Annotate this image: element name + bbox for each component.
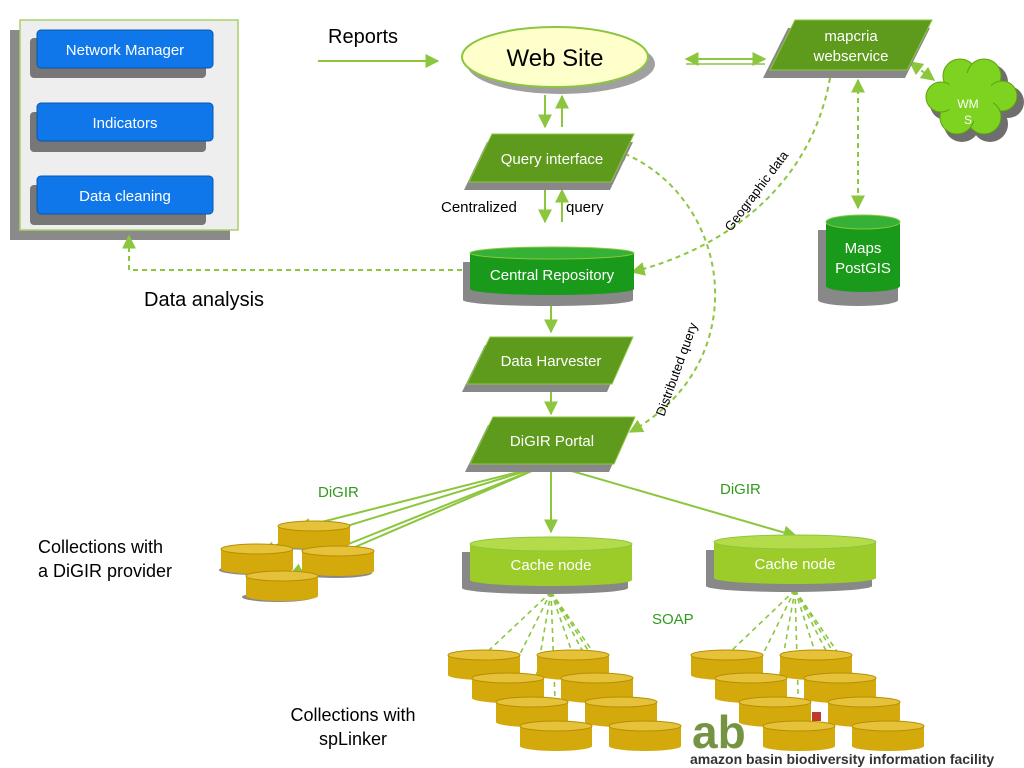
cache-node-right-label: Cache node xyxy=(755,556,836,573)
digir-right-label: DiGIR xyxy=(720,481,761,498)
data-analysis-link xyxy=(122,234,462,271)
geographic-data-curve xyxy=(630,77,831,276)
collection-cylinder xyxy=(276,520,351,550)
abbif-logo: ab amazon basin biodiversity information… xyxy=(690,706,994,767)
collections-splinker-line-1: Collections with xyxy=(290,705,415,725)
logo-text: amazon basin biodiversity information fa… xyxy=(690,751,994,767)
portal-coll-1 xyxy=(296,464,547,532)
collection-cylinder xyxy=(738,696,812,727)
mapcria-label: mapcria xyxy=(824,28,878,45)
cache-node-left[interactable]: Cache node xyxy=(462,536,633,594)
soap-label: SOAP xyxy=(652,611,694,628)
collection-cylinder xyxy=(519,720,593,751)
splinker-collections-right xyxy=(690,649,925,751)
collections-splinker-line-2: spLinker xyxy=(319,729,387,749)
mapcria-webservice-node[interactable]: mapcria webservice xyxy=(763,19,933,78)
webservice-label: webservice xyxy=(812,48,888,65)
portal-cache-right-arrow xyxy=(550,464,798,540)
collection-cylinder xyxy=(851,720,925,751)
digir-left-label: DiGIR xyxy=(318,484,359,501)
central-repository-node[interactable]: Central Repository xyxy=(463,246,635,306)
data-analysis-label: Data analysis xyxy=(144,289,264,311)
collections-digir-line-2: a DiGIR provider xyxy=(38,561,172,581)
data-cleaning-button[interactable]: Data cleaning xyxy=(30,175,214,225)
digir-provider-collections xyxy=(219,520,375,602)
logo-square xyxy=(812,712,821,721)
reports-label: Reports xyxy=(328,26,398,48)
cache-node-left-label: Cache node xyxy=(511,557,592,574)
wms-label-1: WM xyxy=(957,97,978,111)
network-manager-label: Network Manager xyxy=(66,42,184,59)
centralized-label: Centralized xyxy=(441,199,517,216)
wms-cloud-node[interactable]: WM S xyxy=(925,58,1024,142)
data-harvester-node[interactable]: Data Harvester xyxy=(462,336,634,392)
data-cleaning-label: Data cleaning xyxy=(79,188,171,205)
postgis-label: PostGIS xyxy=(835,260,891,277)
collection-cylinder xyxy=(762,720,836,751)
wms-label-2: S xyxy=(964,113,972,127)
maps-label: Maps xyxy=(845,240,882,257)
collection-cylinder xyxy=(495,696,569,727)
collection-cylinder xyxy=(242,570,319,602)
query-label: query xyxy=(566,199,604,216)
maps-postgis-node[interactable]: Maps PostGIS xyxy=(818,214,901,306)
central-repository-label: Central Repository xyxy=(490,267,615,284)
splinker-collections-left xyxy=(447,649,682,751)
geographic-data-label: Geographic data xyxy=(721,147,791,233)
web-site-label: Web Site xyxy=(507,45,604,72)
query-interface-label: Query interface xyxy=(501,151,604,168)
query-interface-node[interactable]: Query interface xyxy=(464,133,635,190)
indicators-label: Indicators xyxy=(92,115,157,132)
indicators-button[interactable]: Indicators xyxy=(30,102,214,152)
digir-portal-label: DiGIR Portal xyxy=(510,433,594,450)
logo-mark: ab xyxy=(692,706,746,758)
mapcria-wms-arrow xyxy=(908,61,936,81)
digir-portal-node[interactable]: DiGIR Portal xyxy=(465,416,636,472)
cache-node-right[interactable]: Cache node xyxy=(706,534,877,592)
collections-digir-line-1: Collections with xyxy=(38,537,163,557)
data-harvester-label: Data Harvester xyxy=(501,353,602,370)
distributed-query-curve xyxy=(613,147,717,433)
collection-cylinder xyxy=(560,672,634,703)
network-manager-button[interactable]: Network Manager xyxy=(30,29,214,78)
distributed-query-label: Distributed query xyxy=(653,320,701,418)
collection-cylinder xyxy=(608,720,682,751)
collection-cylinder xyxy=(219,543,294,575)
web-site-node[interactable]: Web Site xyxy=(461,26,655,94)
